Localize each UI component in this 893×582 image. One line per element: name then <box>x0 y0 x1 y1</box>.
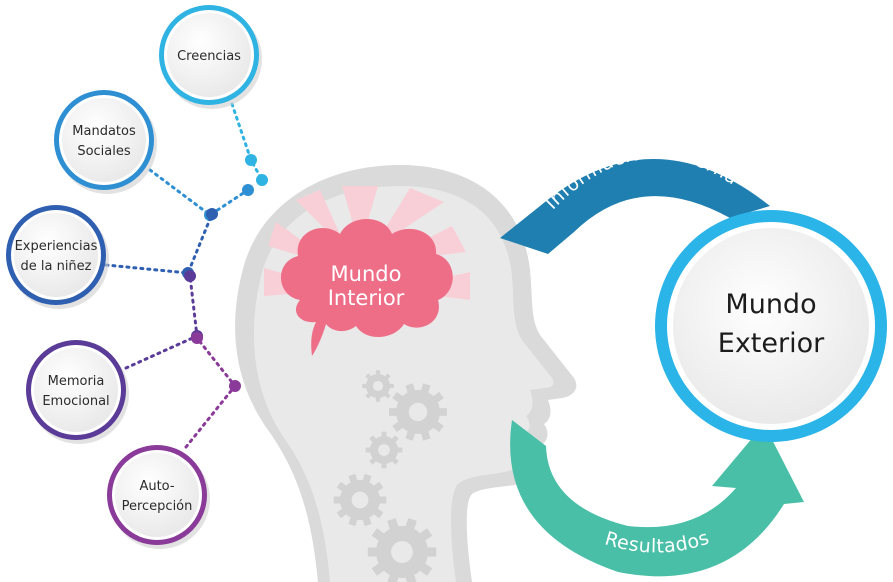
connector-3 <box>124 270 203 370</box>
connectors <box>104 102 268 449</box>
factor-label: Percepción <box>122 499 193 514</box>
factor-label: Emocional <box>42 394 109 409</box>
factor-label: Auto- <box>139 479 174 494</box>
factor-bubble: Experiencias de la niñez <box>6 205 109 309</box>
gear-icon <box>367 518 437 582</box>
factor-label: Creencias <box>177 49 241 64</box>
factor-label: Experiencias <box>15 239 98 254</box>
bottom-arrow: Resultados <box>510 420 804 577</box>
world-circle: Mundo Exterior <box>655 210 887 442</box>
factor-bubble: Auto- Percepción <box>107 445 210 549</box>
gear-icon <box>365 431 403 469</box>
connector-0 <box>230 102 268 186</box>
brain-label-line1: Mundo <box>331 262 402 286</box>
gear-icon <box>389 383 447 441</box>
connector-2 <box>104 208 218 279</box>
connector-1 <box>148 168 254 221</box>
world-label-line2: Exterior <box>718 328 825 359</box>
gear-icon <box>362 370 394 402</box>
factor-label: Memoria <box>48 374 105 389</box>
factor-bubble: Creencias <box>159 5 262 109</box>
world-label-line1: Mundo <box>725 289 816 320</box>
brain-label-line2: Interior <box>328 286 405 310</box>
factor-label: Mandatos <box>72 124 136 139</box>
gears-icon <box>333 370 447 582</box>
factor-label: de la niñez <box>20 259 91 274</box>
connector-4 <box>184 332 241 449</box>
gear-icon <box>333 473 387 527</box>
factor-label: Sociales <box>77 144 131 159</box>
brain-shape: Mundo Interior <box>280 219 453 356</box>
